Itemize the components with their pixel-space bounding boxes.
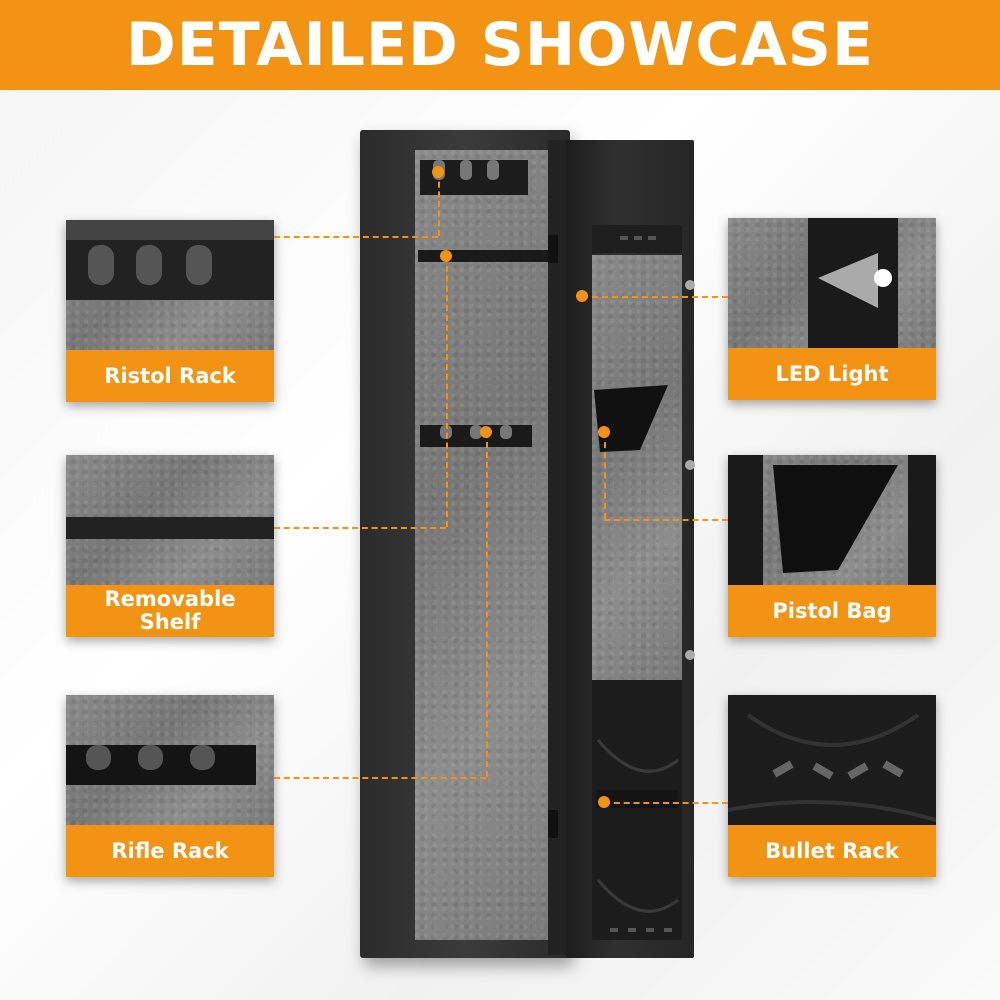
rifle-rack-photo — [66, 695, 274, 825]
dot-removable-shelf — [440, 250, 452, 262]
callout-rifle-rack: Rifle Rack — [66, 695, 274, 877]
removable-shelf-label: Removable Shelf — [66, 585, 274, 637]
ristol-rack-label: Ristol Rack — [66, 350, 274, 402]
door-felt-panel — [592, 255, 682, 680]
dot-bullet-rack — [598, 796, 610, 808]
callout-bullet-rack: Bullet Rack — [728, 695, 936, 877]
dot-ristol-rack — [432, 166, 444, 178]
pistol-bag-label: Pistol Bag — [728, 585, 936, 637]
leader-line-pistol-bag-v — [604, 432, 606, 519]
leader-line-removable-shelf — [274, 527, 446, 529]
leader-line-bullet-rack — [604, 802, 728, 804]
led-light-photo — [728, 218, 936, 348]
dot-pistol-bag — [598, 426, 610, 438]
dot-led-light — [576, 290, 588, 302]
safe-interior — [415, 150, 555, 940]
ristol-rack-photo — [66, 220, 274, 350]
leader-line-pistol-bag — [604, 519, 728, 521]
callout-removable-shelf: Removable Shelf — [66, 455, 274, 637]
bullet-rack-label: Bullet Rack — [728, 825, 936, 877]
leader-line-ristol-rack-v — [438, 172, 440, 236]
header-banner: DETAILED SHOWCASE — [0, 0, 1000, 90]
callout-led-light: LED Light — [728, 218, 936, 400]
led-light-label: LED Light — [728, 348, 936, 400]
dot-rifle-rack — [480, 426, 492, 438]
rifle-rack-label: Rifle Rack — [66, 825, 274, 877]
leader-line-rifle-rack-v — [486, 432, 488, 777]
leader-line-removable-shelf-v — [446, 256, 448, 527]
leader-line-rifle-rack — [274, 777, 486, 779]
bullet-rack-photo — [728, 695, 936, 825]
leader-line-ristol-rack — [274, 236, 438, 238]
leader-line-led-light — [582, 296, 728, 298]
pistol-bag-photo — [728, 455, 936, 585]
page-title: DETAILED SHOWCASE — [125, 10, 874, 80]
removable-shelf-photo — [66, 455, 274, 585]
callout-pistol-bag: Pistol Bag — [728, 455, 936, 637]
callout-ristol-rack: Ristol Rack — [66, 220, 274, 402]
